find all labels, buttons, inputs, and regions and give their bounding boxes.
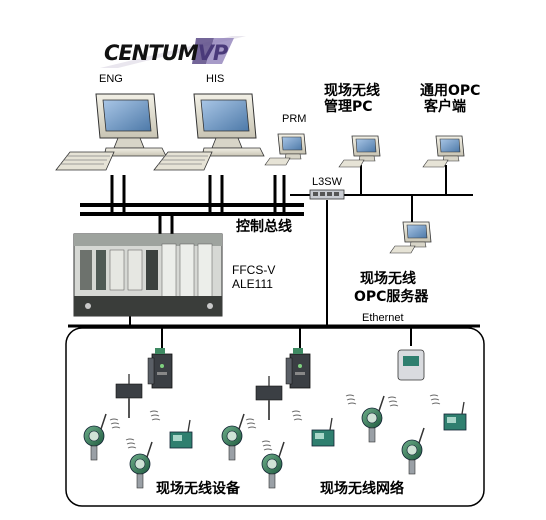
l3sw-switch-icon <box>309 189 345 200</box>
field-devices-label: 现场无线设备 <box>156 481 240 497</box>
field-network-label: 现场无线网络 <box>320 481 404 497</box>
opc-client-label-line2: 客户端 <box>424 99 466 115</box>
ffcs-label-line1: FFCS-V <box>232 263 276 277</box>
opc-client-label-line1: 通用OPC <box>420 83 481 99</box>
wireless-repeater-icon <box>115 374 143 418</box>
control-bus-lines <box>80 203 304 216</box>
ffcs-controller-rack <box>73 233 223 317</box>
opc-server-label-line1: 现场无线 <box>360 271 416 287</box>
opc-server-computer-icon <box>389 221 432 254</box>
prm-label: PRM <box>282 113 307 125</box>
wireless-repeater-icon <box>255 376 283 420</box>
access-point-icon <box>397 349 425 381</box>
network-drop-lines <box>129 165 447 350</box>
ffcs-label-line2: ALE111 <box>232 277 273 291</box>
eng-label: ENG <box>99 73 123 85</box>
wireless-pc-computer-icon <box>338 135 381 168</box>
centum-vp-logo-text: CENTUMVP <box>104 41 228 65</box>
l3sw-label: L3SW <box>312 176 342 188</box>
eng-computer-icon <box>55 93 167 171</box>
bus-drop-lines <box>110 175 286 236</box>
wireless-gateway-icon <box>285 347 311 389</box>
wireless-transmitter-icon <box>129 441 153 489</box>
wireless-io-box-icon <box>169 419 193 449</box>
wireless-transmitter-icon <box>361 395 385 443</box>
opc-server-label-line2: OPC服务器 <box>354 289 429 305</box>
wireless-io-box-icon <box>443 401 467 431</box>
wireless-pc-label-line2: 管理PC <box>324 99 373 115</box>
centum-vp-logo <box>100 36 246 68</box>
prm-computer-icon <box>264 133 307 166</box>
field-wireless-area <box>65 327 485 507</box>
wireless-transmitter-icon <box>261 441 285 489</box>
wireless-pc-label-line1: 现场无线 <box>324 83 380 99</box>
control-bus-label: 控制总线 <box>236 219 292 235</box>
wireless-gateway-icon <box>147 347 173 389</box>
wireless-transmitter-icon <box>83 413 107 461</box>
radio-wave-icons <box>109 394 441 451</box>
wireless-transmitter-icon <box>221 413 245 461</box>
his-computer-icon <box>153 93 265 171</box>
his-label: HIS <box>206 73 225 85</box>
wireless-transmitter-icon <box>401 427 425 475</box>
opc-client-computer-icon <box>422 135 465 168</box>
wireless-io-box-icon <box>311 417 335 447</box>
ethernet-label: Ethernet <box>362 312 404 324</box>
